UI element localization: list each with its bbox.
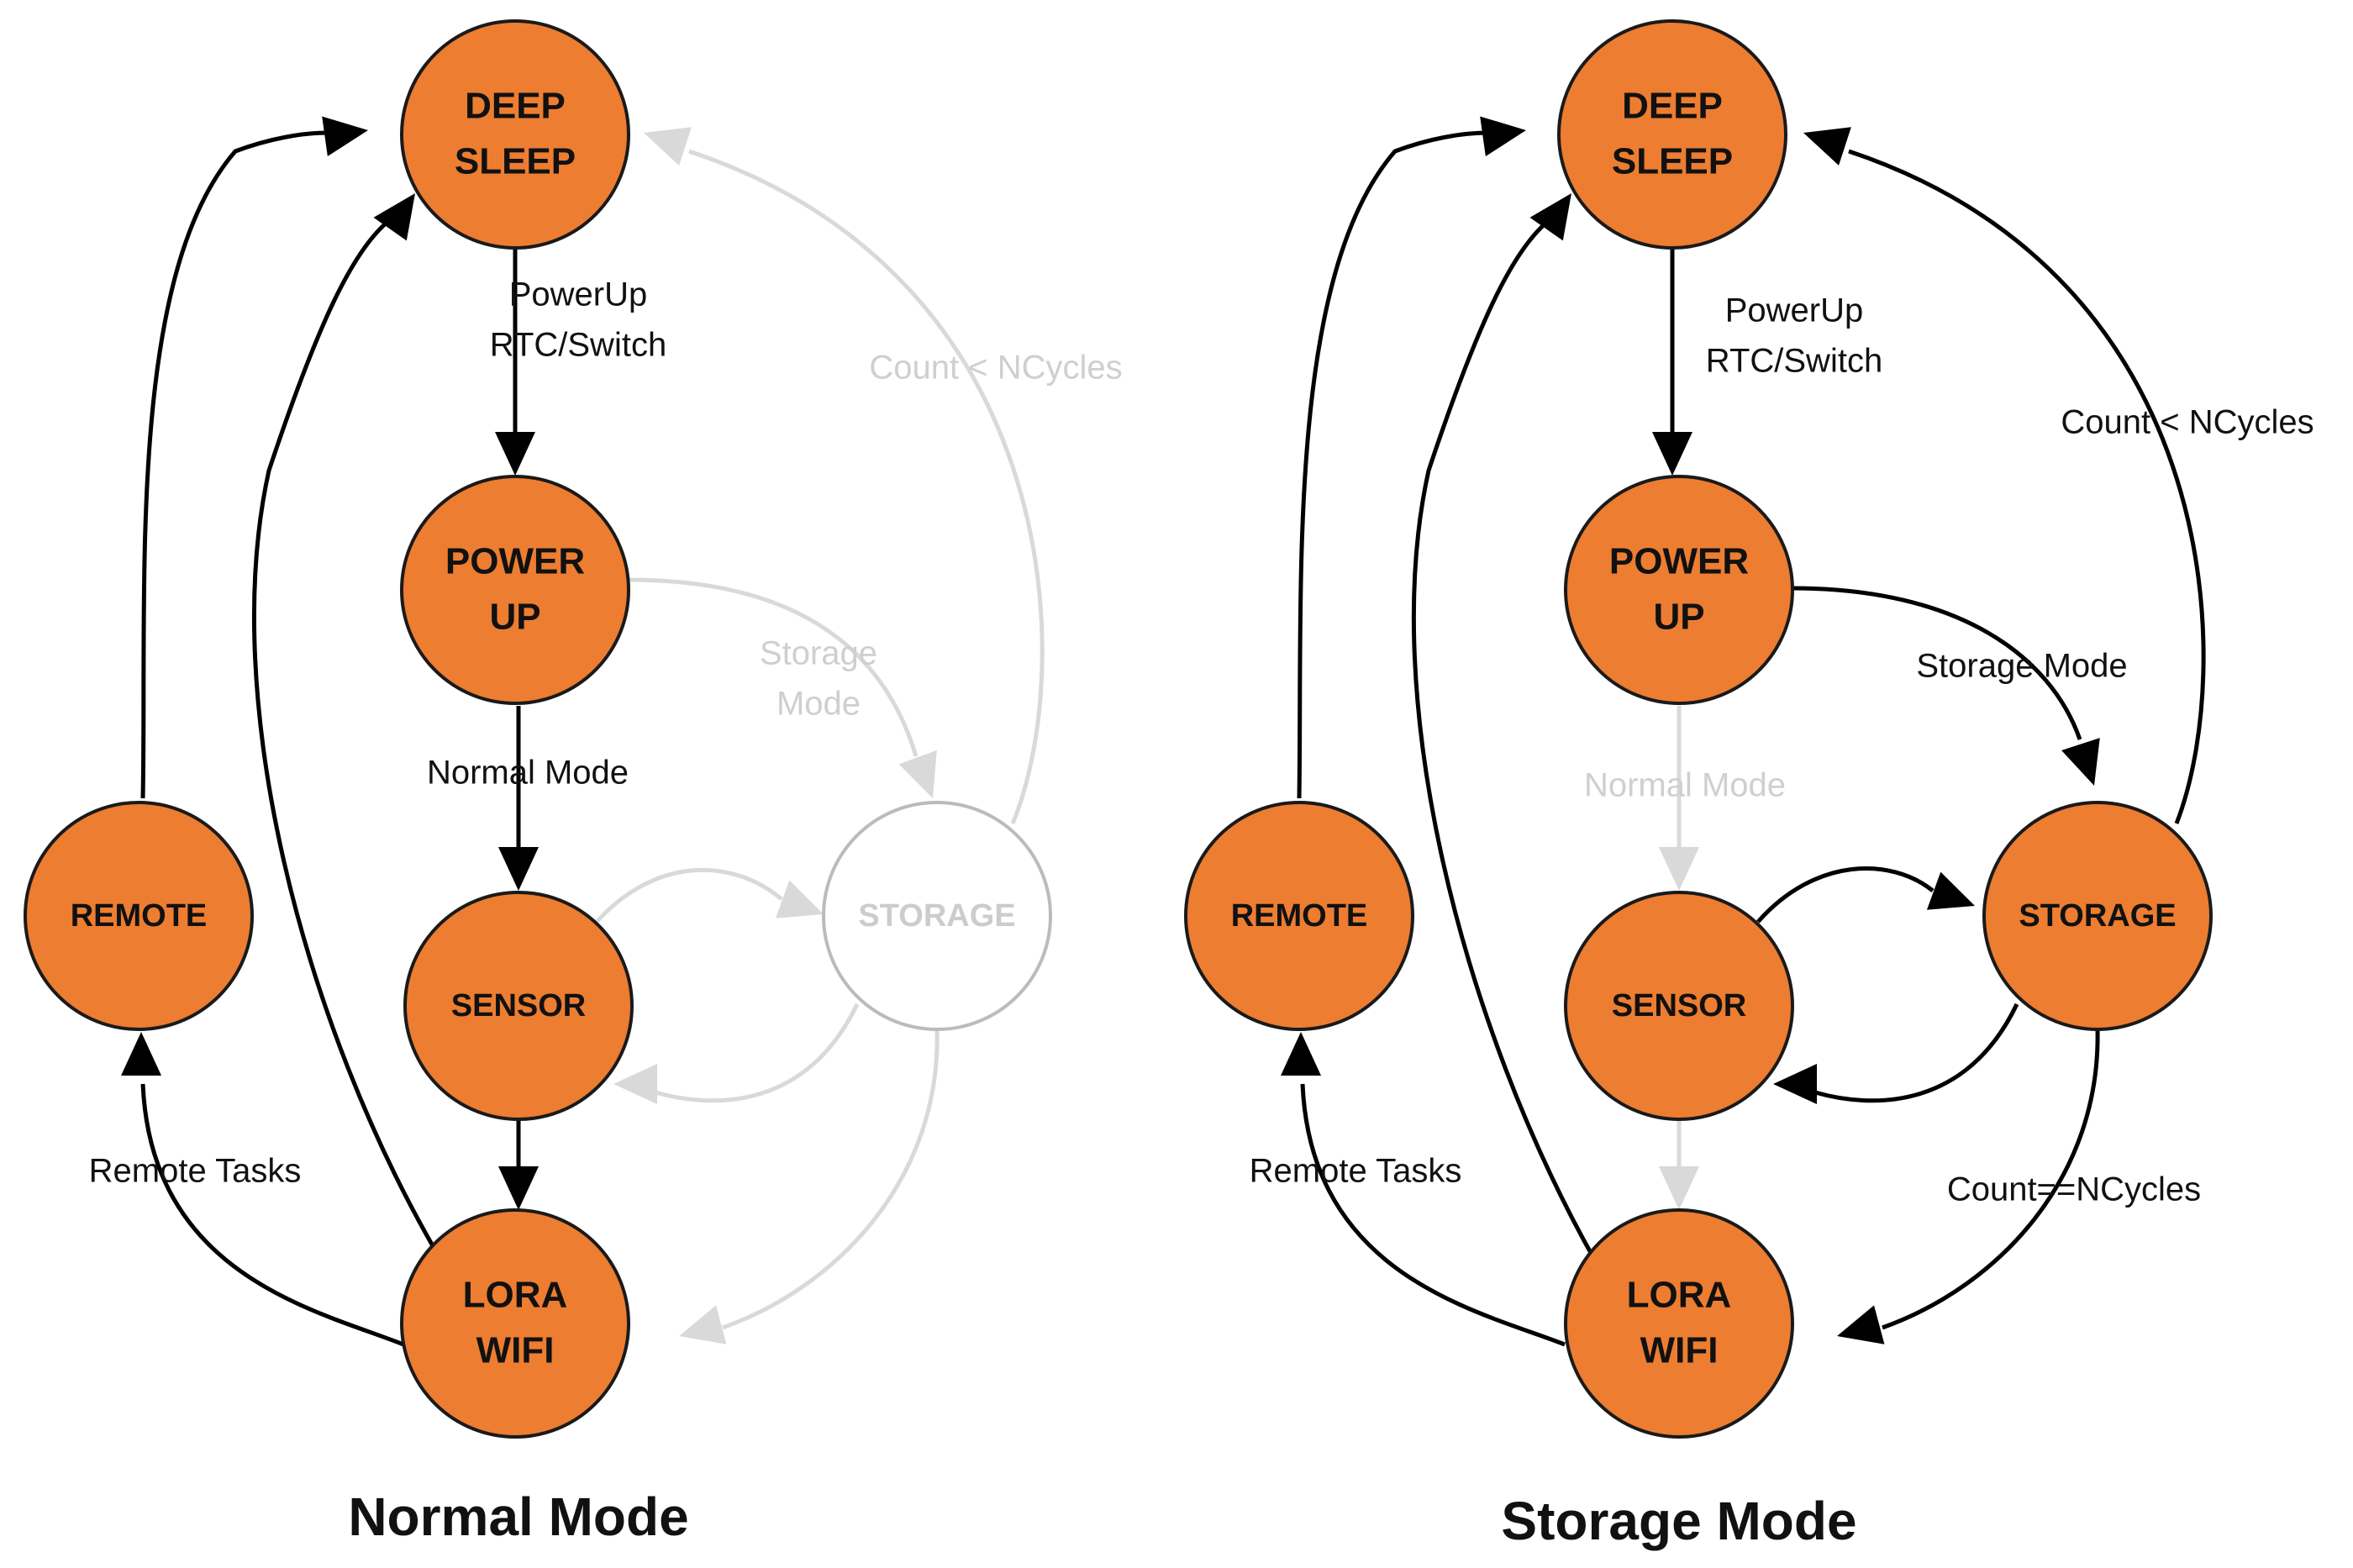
state-circle [1564, 1208, 1794, 1439]
edge-power-to-storage [1792, 586, 2082, 740]
panel-title: Storage Mode [1501, 1491, 1856, 1551]
state-circle [822, 801, 1052, 1031]
edge-label-sleep-to-power: PowerUp [509, 276, 648, 313]
arrowhead-lora-to-remote [1281, 1032, 1321, 1076]
edge-power-to-storage [628, 577, 919, 757]
edge-label-power-to-sensor: Normal Mode [1584, 767, 1786, 804]
state-circle [403, 891, 634, 1121]
arrowhead-power-to-storage [898, 750, 937, 798]
arrowhead-sensor-to-storage [1926, 871, 1975, 910]
state-circle [24, 801, 254, 1031]
state-node-power-up: POWER UP [1564, 475, 1794, 705]
edge-label-sleep-to-power: PowerUp [1725, 292, 1864, 329]
arrowhead-storage-to-sleep [644, 127, 692, 166]
edge-sensor-to-storage [1756, 866, 1935, 923]
state-node-sensor: SENSOR [1564, 891, 1794, 1121]
arrowhead-storage-to-sleep [1803, 127, 1851, 166]
state-label: LORA [1627, 1275, 1732, 1316]
state-node-power-up: POWER UP [400, 475, 630, 705]
arrowhead-sensor-to-lora [498, 1166, 539, 1210]
state-circle [1184, 801, 1414, 1031]
edge-label-power-to-storage: Storage Mode [1916, 648, 2127, 685]
panel-title: Normal Mode [348, 1486, 688, 1547]
edge-storage-to-lora [722, 1029, 940, 1330]
state-circle [400, 19, 630, 250]
arrowhead-lora-to-sleep [373, 193, 415, 241]
state-node-sensor: SENSOR [403, 891, 634, 1121]
state-label: SENSOR [451, 988, 586, 1023]
edge-label-power-to-sensor: Normal Mode [427, 755, 629, 792]
edge-label-lora-to-remote: Remote Tasks [1250, 1153, 1462, 1190]
arrowhead-power-to-sensor [498, 847, 539, 891]
state-node-storage: STORAGE [822, 801, 1052, 1031]
arrowhead-storage-to-lora [1837, 1305, 1885, 1344]
arrowhead-storage-to-sensor [613, 1064, 657, 1104]
edge-lora-to-remote [140, 1083, 404, 1347]
arrowhead-sensor-to-lora [1659, 1166, 1699, 1210]
arrowhead-power-to-storage [2061, 738, 2100, 786]
state-label: DEEP [465, 86, 566, 127]
arrowhead-sleep-to-power [1652, 432, 1692, 476]
edge-label-storage-to-lora: Count==NCycles [1947, 1171, 2201, 1208]
state-node-deep-sleep: DEEP SLEEP [400, 19, 630, 250]
state-label: STORAGE [858, 898, 1015, 934]
edge-storage-to-sleep [1848, 149, 2206, 824]
state-label: POWER [445, 541, 585, 582]
edge-label-power-to-storage: Storage [760, 635, 877, 672]
state-label: SENSOR [1612, 988, 1746, 1023]
edge-label-power-to-storage: Mode [776, 686, 861, 723]
edge-lora-to-sleep [251, 221, 444, 1262]
edge-lora-to-remote [1300, 1083, 1566, 1347]
state-node-lora-wifi: LORA WIFI [400, 1208, 630, 1439]
state-label: STORAGE [2019, 898, 2176, 934]
state-label: LORA [463, 1275, 568, 1316]
state-node-lora-wifi: LORA WIFI [1564, 1208, 1794, 1439]
state-label: SLEEP [455, 141, 576, 182]
state-label: UP [1653, 597, 1704, 638]
edge-sensor-to-storage [595, 867, 783, 923]
arrowhead-lora-to-remote [121, 1032, 161, 1076]
state-label: POWER [1609, 541, 1749, 582]
state-circle [1982, 801, 2213, 1031]
arrowhead-storage-to-sensor [1773, 1064, 1817, 1104]
edge-label-sleep-to-power: RTC/Switch [490, 327, 666, 364]
state-node-deep-sleep: DEEP SLEEP [1557, 19, 1787, 250]
state-label: UP [489, 597, 540, 638]
arrowhead-storage-to-lora [679, 1305, 727, 1344]
edge-label-lora-to-remote: Remote Tasks [89, 1153, 302, 1190]
state-label: DEEP [1622, 86, 1723, 127]
state-node-storage: STORAGE [1982, 801, 2213, 1031]
edge-remote-to-sleep [1297, 130, 1488, 799]
arrowhead-power-to-sensor [1659, 847, 1699, 891]
edge-storage-to-sleep [688, 149, 1045, 824]
edge-label-storage-to-sleep: Count < NCycles [869, 350, 1122, 387]
state-circle [1564, 475, 1794, 705]
state-label: REMOTE [71, 898, 208, 934]
edge-storage-to-sensor [655, 1002, 860, 1103]
state-circle [1564, 891, 1794, 1121]
arrowhead-sleep-to-power [495, 432, 535, 476]
state-label: WIFI [476, 1330, 555, 1371]
arrowhead-remote-to-sleep [322, 116, 368, 157]
arrowhead-lora-to-sleep [1529, 193, 1571, 241]
arrowhead-remote-to-sleep [1480, 116, 1526, 157]
edge-lora-to-sleep [1411, 221, 1598, 1262]
state-node-remote: REMOTE [24, 801, 254, 1031]
state-circle [400, 475, 630, 705]
state-node-remote: REMOTE [1184, 801, 1414, 1031]
arrowhead-sensor-to-storage [775, 880, 824, 918]
state-label: REMOTE [1231, 898, 1368, 934]
state-label: SLEEP [1612, 141, 1733, 182]
state-label: WIFI [1640, 1330, 1719, 1371]
edge-storage-to-sensor [1814, 1002, 2019, 1103]
state-circle [1557, 19, 1787, 250]
edge-label-storage-to-sleep: Count < NCycles [2061, 404, 2314, 441]
state-circle [400, 1208, 630, 1439]
edge-storage-to-lora [1882, 1029, 2100, 1330]
edge-label-sleep-to-power: RTC/Switch [1706, 343, 1882, 380]
edge-remote-to-sleep [140, 130, 329, 799]
